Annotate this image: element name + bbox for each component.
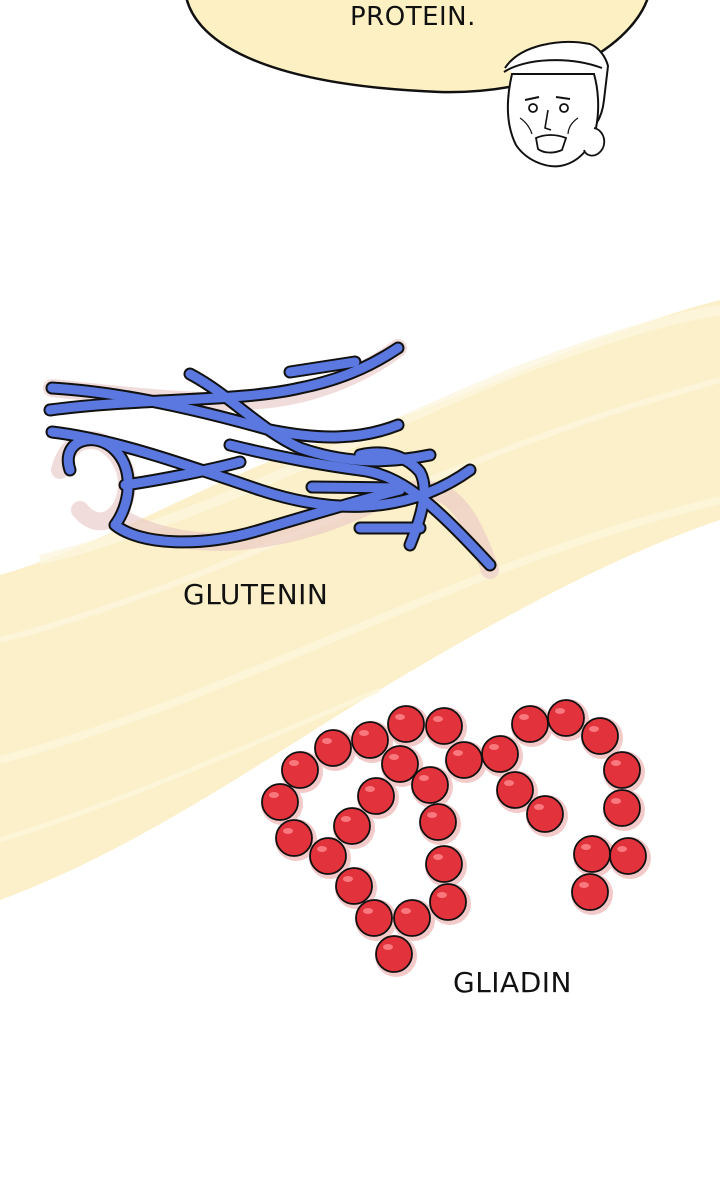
bead <box>335 867 373 905</box>
bead <box>314 729 352 767</box>
bead-highlight <box>453 750 463 756</box>
bead-highlight <box>365 786 375 792</box>
speech-bubble-text: PROTEIN. <box>350 2 476 32</box>
bead <box>571 873 609 911</box>
bead <box>357 777 395 815</box>
bead-highlight <box>389 754 399 760</box>
bead-highlight <box>589 726 599 732</box>
bead <box>603 751 641 789</box>
bead-highlight <box>383 944 393 950</box>
bead-highlight <box>581 844 591 850</box>
bead <box>275 819 313 857</box>
ribbon-strands-icon <box>43 339 499 579</box>
bead <box>511 705 549 743</box>
bead-highlight <box>519 714 529 720</box>
bead <box>393 899 431 937</box>
bead <box>309 837 347 875</box>
bead-highlight <box>617 846 627 852</box>
bead <box>387 705 425 743</box>
bead <box>355 899 393 937</box>
bead-highlight <box>363 908 373 914</box>
bead-highlight <box>489 744 499 750</box>
bead <box>425 707 463 745</box>
bead-highlight <box>611 760 621 766</box>
bead <box>526 795 564 833</box>
bead <box>547 699 585 737</box>
bead <box>281 751 319 789</box>
bead <box>609 837 647 875</box>
bead <box>351 721 389 759</box>
bead <box>445 741 483 779</box>
bead-highlight <box>579 882 589 888</box>
bead <box>603 789 641 827</box>
old-woman-face-icon <box>503 40 610 168</box>
bead-highlight <box>359 730 369 736</box>
bead-highlight <box>437 892 447 898</box>
bead-highlight <box>504 780 514 786</box>
bead <box>419 803 457 841</box>
bead-highlight <box>322 738 332 744</box>
bead <box>573 835 611 873</box>
bead-highlight <box>427 812 437 818</box>
bead-highlight <box>419 775 429 781</box>
bead-highlight <box>343 876 353 882</box>
bead <box>261 783 299 821</box>
bead <box>481 735 519 773</box>
bead <box>411 766 449 804</box>
bead <box>496 771 534 809</box>
bead-highlight <box>433 854 443 860</box>
gliadin-label: GLIADIN <box>453 966 572 999</box>
glutenin-label: GLUTENIN <box>183 578 329 611</box>
bead <box>381 745 419 783</box>
bead <box>581 717 619 755</box>
bead-highlight <box>317 846 327 852</box>
bead-highlight <box>611 798 621 804</box>
bead-highlight <box>341 816 351 822</box>
bead <box>333 807 371 845</box>
bead-highlight <box>289 760 299 766</box>
bead <box>375 935 413 973</box>
bead-highlight <box>534 804 544 810</box>
bead-chain-icon <box>261 699 651 977</box>
bead-highlight <box>555 708 565 714</box>
bead-highlight <box>269 792 279 798</box>
bead-highlight <box>395 714 405 720</box>
bead <box>425 845 463 883</box>
bead-highlight <box>401 908 411 914</box>
bead <box>429 883 467 921</box>
bead-highlight <box>283 828 293 834</box>
bead-highlight <box>433 716 443 722</box>
